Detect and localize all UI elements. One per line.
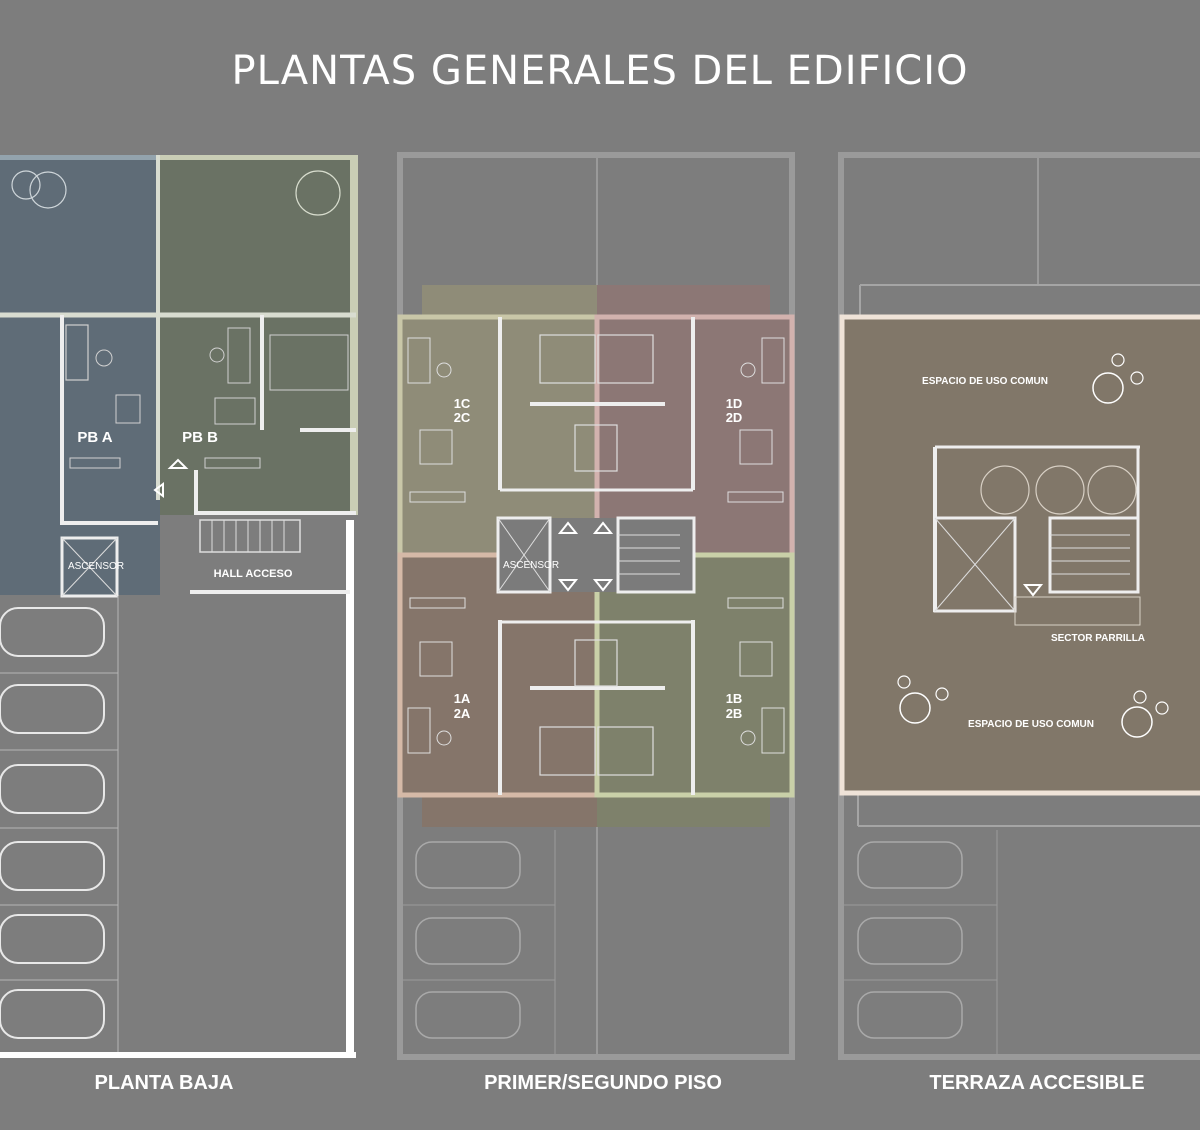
label-espacio-comun-bottom: ESPACIO DE USO COMUN <box>968 719 1094 730</box>
water-tank <box>980 465 1030 515</box>
label-espacio-comun-top: ESPACIO DE USO COMUN <box>922 376 1048 387</box>
elevator-shaft <box>933 516 1017 613</box>
primer-segundo-plan: 1C 2C 1D 2D 1A 2A 1B 2B ASCENSOR <box>397 152 795 1060</box>
label-hall-acceso: HALL ACCESO <box>214 568 293 580</box>
parked-car <box>0 989 105 1039</box>
parked-car <box>415 917 521 965</box>
caption-planta-baja: PLANTA BAJA <box>94 1072 234 1094</box>
label-pb-a: PB A <box>77 429 112 446</box>
down-arrow-icon <box>592 579 614 592</box>
parked-car <box>415 841 521 889</box>
unit-pb-a-area <box>0 155 160 595</box>
water-tank <box>1087 465 1137 515</box>
bed <box>597 334 654 384</box>
caption-primer-segundo-piso: PRIMER/SEGUNDO PISO <box>484 1072 722 1094</box>
label-1c: 1C <box>454 396 471 411</box>
up-arrow-icon <box>167 458 189 469</box>
label-1b: 1B <box>726 691 743 706</box>
umbrella-table <box>1092 372 1124 404</box>
caption-terraza-accesible: TERRAZA ACCESIBLE <box>929 1072 1145 1094</box>
balcony <box>422 795 597 827</box>
down-arrow-icon <box>557 579 579 592</box>
sofa <box>407 707 431 754</box>
dining-table <box>419 429 453 465</box>
tree <box>29 171 67 209</box>
sofa <box>761 707 785 754</box>
balcony <box>422 285 597 317</box>
balcony <box>597 285 770 317</box>
left-arrow-icon <box>153 482 164 498</box>
dining-table <box>739 641 773 677</box>
stairs <box>616 516 696 594</box>
label-1a: 1A <box>454 691 471 706</box>
parked-car <box>857 917 963 965</box>
parked-car <box>0 841 105 891</box>
sofa <box>227 327 251 384</box>
dining-table <box>214 397 256 425</box>
bed <box>539 334 596 384</box>
bathtub <box>574 639 618 687</box>
dining-table <box>419 641 453 677</box>
label-2c: 2C <box>454 410 471 425</box>
label-sector-parrilla: SECTOR PARRILLA <box>1051 633 1145 644</box>
planta-baja-plan: PB A PB B ASCENSOR HALL ACCESO <box>0 155 358 1058</box>
sofa <box>65 324 89 381</box>
page-title: PLANTAS GENERALES DEL EDIFICIO <box>231 48 969 94</box>
parked-car <box>857 841 963 889</box>
parked-car <box>857 991 963 1039</box>
label-ascensor: ASCENSOR <box>503 560 559 571</box>
parked-car <box>0 607 105 657</box>
bed <box>597 726 654 776</box>
label-pb-b: PB B <box>182 429 218 446</box>
umbrella-table <box>1121 706 1153 738</box>
sofa <box>407 337 431 384</box>
up-arrow-icon <box>592 521 614 534</box>
barbecue-area <box>1014 596 1141 626</box>
up-arrow-icon <box>557 521 579 534</box>
water-tank <box>1035 465 1085 515</box>
stairs <box>1048 516 1140 594</box>
stairs <box>199 519 301 553</box>
down-arrow-icon <box>1022 584 1044 597</box>
label-1d: 1D <box>726 396 743 411</box>
umbrella-table <box>899 692 931 724</box>
parked-car <box>0 914 105 964</box>
bathtub <box>574 424 618 472</box>
elevator-shaft <box>496 516 552 594</box>
dining-table <box>739 429 773 465</box>
parked-car <box>415 991 521 1039</box>
bed <box>539 726 596 776</box>
sofa <box>761 337 785 384</box>
tree <box>295 170 341 216</box>
label-ascensor: ASCENSOR <box>68 561 124 572</box>
bed <box>269 334 349 391</box>
label-2b: 2B <box>726 706 743 721</box>
tree <box>11 170 41 200</box>
elevator-shaft <box>60 536 119 598</box>
dining-table <box>115 394 141 424</box>
terraza-plan: ESPACIO DE USO COMUN SECTOR PARRILLA ESP… <box>838 152 1200 1060</box>
label-2d: 2D <box>726 410 743 425</box>
parked-car <box>0 764 105 814</box>
label-2a: 2A <box>454 706 471 721</box>
balcony <box>597 795 770 827</box>
parked-car <box>0 684 105 734</box>
